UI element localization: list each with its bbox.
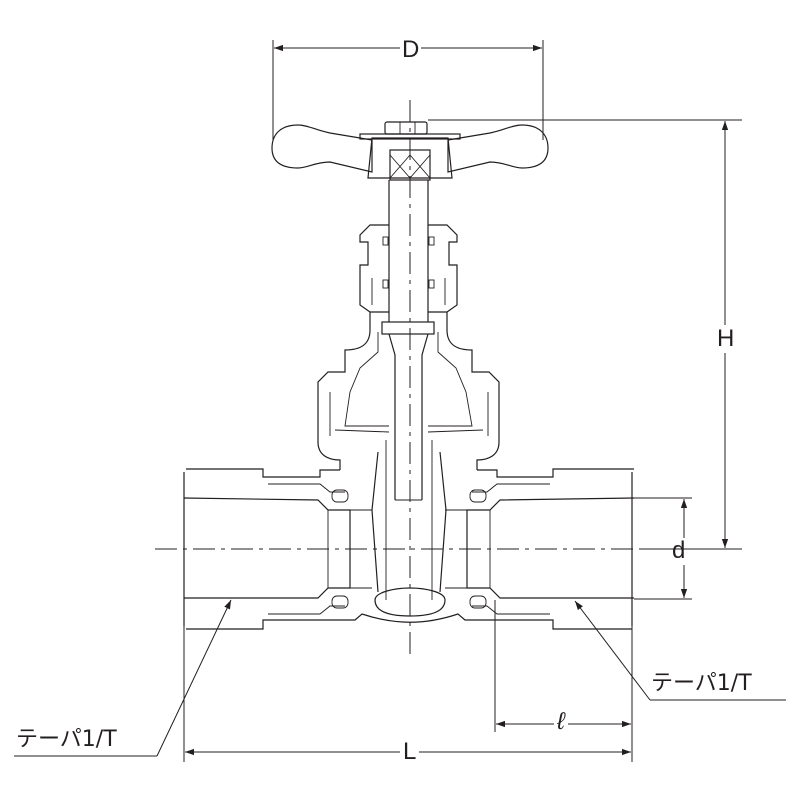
label-D: D xyxy=(400,36,422,63)
label-d: d xyxy=(672,537,686,564)
label-ell: ℓ xyxy=(554,710,568,734)
label-H: H xyxy=(716,325,736,353)
gland-nut xyxy=(359,224,458,313)
dimension-H xyxy=(428,119,742,550)
dimension-d xyxy=(634,497,692,600)
stem xyxy=(381,180,435,500)
label-taper-left: テーパ1/T xyxy=(16,727,117,752)
valve-body xyxy=(183,468,635,630)
label-L: L xyxy=(400,740,420,764)
label-taper-right: テーパ1/T xyxy=(651,671,752,696)
taper-leaders xyxy=(14,599,786,757)
handwheel xyxy=(271,121,549,181)
bonnet xyxy=(317,312,500,470)
gate-disc xyxy=(371,440,447,617)
